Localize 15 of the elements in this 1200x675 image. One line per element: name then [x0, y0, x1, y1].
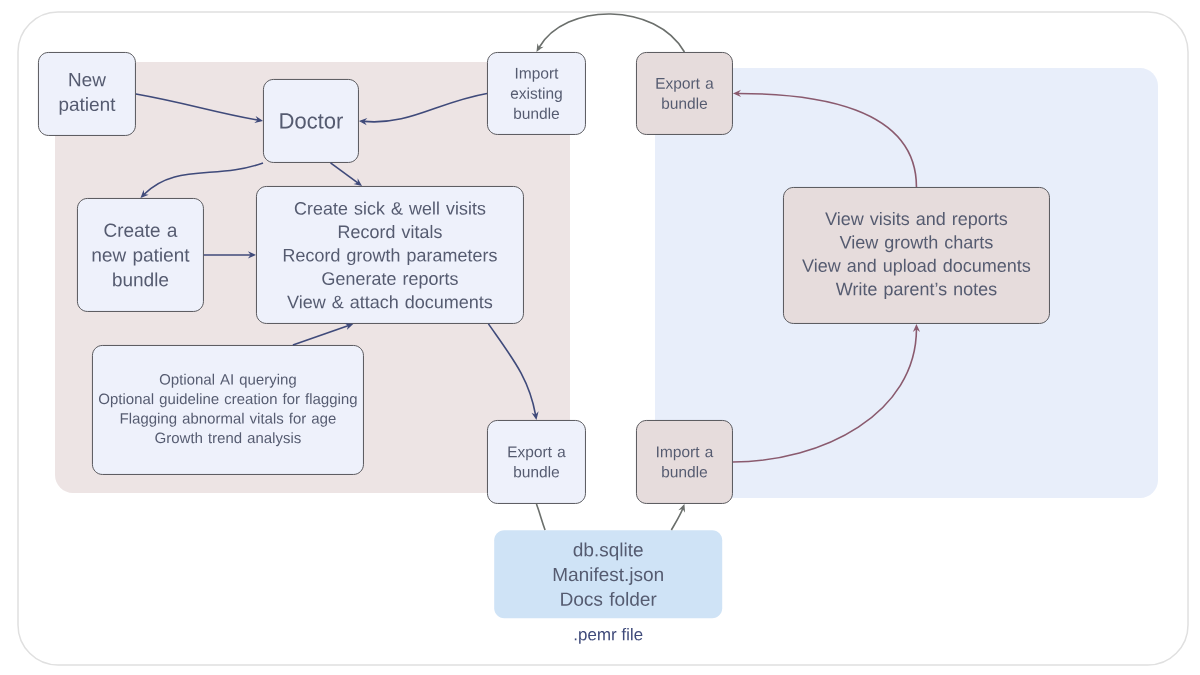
process-box: Export a bundle — [487, 420, 586, 504]
process-box: New patient — [38, 52, 136, 136]
process-box: Doctor — [263, 79, 359, 163]
process-box: Import existing bundle — [487, 52, 586, 135]
process-box: Create a new patient bundle — [77, 198, 204, 312]
file-label: .pemr file — [574, 627, 643, 644]
process-box: Import a bundle — [636, 420, 733, 504]
process-box: Optional AI querying Optional guideline creation for flagging Flagging abnormal vitals for age Growth trend analysis — [92, 345, 364, 475]
process-box: Export a bundle — [636, 52, 733, 135]
arrow — [487, 323, 539, 420]
arrow — [140, 162, 264, 198]
process-box: View visits and reports View growth charts View and upload documents Write parent’s notes — [783, 187, 1050, 324]
arrow — [536, 13, 686, 53]
file-bundle-box: db.sqlite Manifest.json Docs folder — [494, 530, 723, 619]
process-box: Create sick & well visits Record vitals Record growth parameters Generate reports View & attach documents — [256, 186, 524, 324]
